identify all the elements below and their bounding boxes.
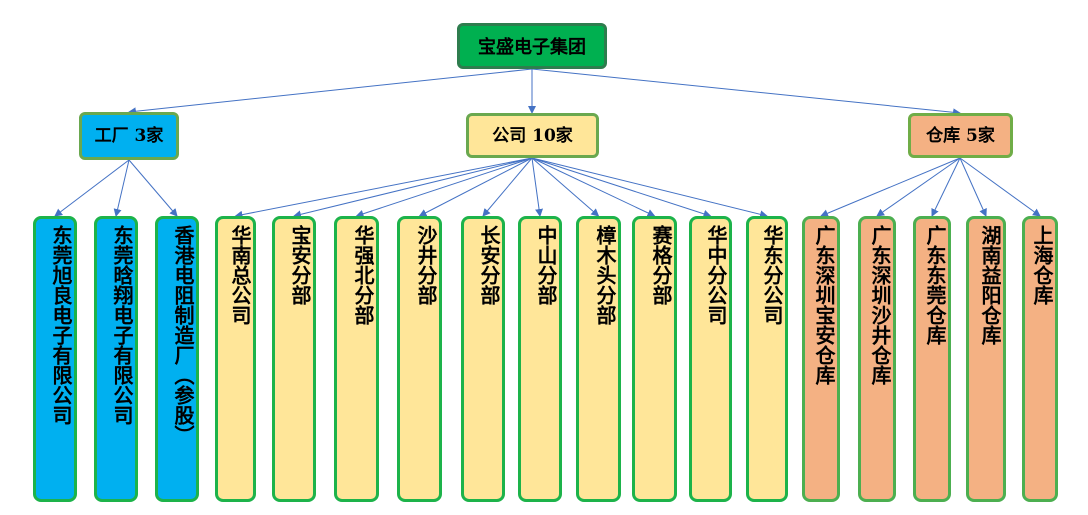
edge-warehouse-to-leaf [820,157,961,217]
leaf-node-factory: 东莞旭良电子有限公司 [33,216,77,502]
leaf-label: 华强北分部 [351,225,375,325]
group-node-company: 公司 10家 [466,113,599,158]
edge-company-to-leaf [531,157,712,218]
leaf-node-factory: 东莞晗翔电子有限公司 [94,216,138,502]
leaf-node-company: 华中分公司 [689,216,732,502]
root-node: 宝盛电子集团 [457,23,607,69]
edge-company-to-leaf [418,157,533,217]
leaf-node-company: 华南总公司 [215,216,256,502]
edge-warehouse-to-leaf [876,157,961,217]
edge-company-to-leaf [531,157,768,219]
leaf-node-warehouse: 广东深圳宝安仓库 [802,216,840,502]
edge-factory-to-leaf [128,159,178,217]
leaf-label: 东莞旭良电子有限公司 [49,225,73,425]
leaf-node-warehouse: 广东深圳沙井仓库 [858,216,896,502]
edge-company-to-leaf [355,157,533,218]
edge-factory-to-leaf [113,159,130,217]
edge-warehouse-to-leaf [931,157,961,217]
leaf-node-company: 华东分公司 [746,216,788,502]
leaf-label: 湖南益阳仓库 [978,225,1002,345]
leaf-label: 赛格分部 [649,225,673,305]
leaf-label: 广东深圳沙井仓库 [868,225,892,385]
leaf-label: 广东东莞仓库 [923,225,947,345]
leaf-label: 上海仓库 [1030,225,1054,305]
leaf-label: 香港电阻制造厂（参股） [171,225,195,445]
leaf-label: 中山分部 [534,225,558,305]
edge-root-to-warehouse [531,68,961,117]
leaf-node-company: 宝安分部 [272,216,316,502]
edge-root-to-factory [128,68,533,116]
group-node-factory: 工厂 3家 [79,112,179,160]
leaf-node-company: 中山分部 [518,216,562,502]
leaf-node-company: 沙井分部 [397,216,442,502]
edge-factory-to-leaf [54,159,130,217]
edge-company-to-leaf [482,157,533,217]
group-label-factory: 工厂 3家 [94,126,164,146]
leaf-label: 广东深圳宝安仓库 [812,225,836,385]
leaf-label: 宝安分部 [288,225,312,305]
leaf-label: 华中分公司 [704,225,728,325]
leaf-label: 长安分部 [477,225,501,305]
leaf-node-company: 樟木头分部 [576,216,621,502]
root-label: 宝盛电子集团 [478,37,586,58]
edge-company-to-leaf [234,157,533,219]
leaf-node-company: 长安分部 [461,216,505,502]
leaf-label: 樟木头分部 [593,225,617,325]
leaf-label: 东莞晗翔电子有限公司 [110,225,134,425]
leaf-label: 华南总公司 [228,225,252,325]
leaf-node-factory: 香港电阻制造厂（参股） [155,216,199,502]
edge-company-to-leaf [531,157,600,217]
leaf-node-warehouse: 广东东莞仓库 [913,216,951,502]
leaf-node-warehouse: 湖南益阳仓库 [966,216,1006,502]
leaf-label: 华东分公司 [760,225,784,325]
group-node-warehouse: 仓库 5家 [908,113,1013,158]
group-label-warehouse: 仓库 5家 [926,125,995,146]
edge-company-to-leaf [531,157,656,217]
edge-warehouse-to-leaf [959,157,987,217]
leaf-label: 沙井分部 [414,225,438,305]
edge-warehouse-to-leaf [959,157,1041,217]
leaf-node-company: 赛格分部 [632,216,677,502]
leaf-node-company: 华强北分部 [334,216,379,502]
group-label-company: 公司 10家 [492,125,573,146]
edge-company-to-leaf [293,157,533,219]
edge-company-to-leaf [531,157,544,217]
leaf-node-warehouse: 上海仓库 [1022,216,1058,502]
